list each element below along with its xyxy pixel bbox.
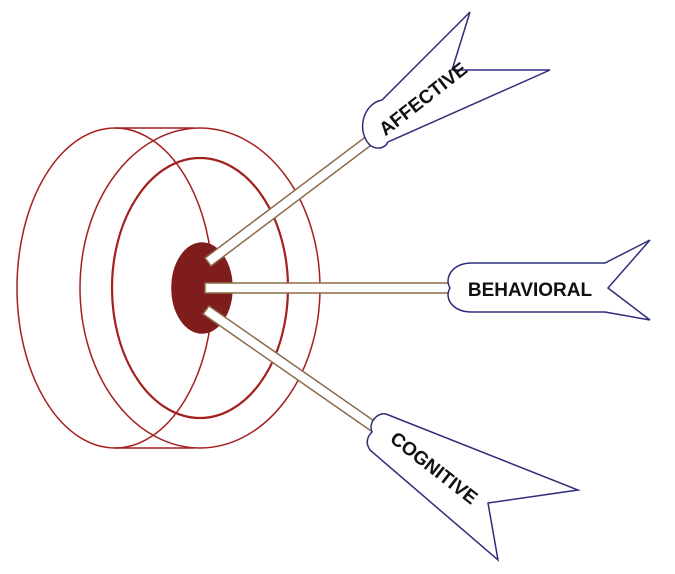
shaft-cognitive [201, 304, 382, 435]
fletchings [361, 11, 651, 562]
arrow-shafts [201, 133, 451, 435]
fletching-affective [361, 11, 551, 149]
shaft-affective [203, 133, 376, 268]
shaft-behavioral [204, 282, 451, 294]
label-behavioral: BEHAVIORAL [468, 280, 593, 301]
fletching-cognitive [366, 413, 581, 562]
fletching-behavioral [447, 239, 651, 321]
